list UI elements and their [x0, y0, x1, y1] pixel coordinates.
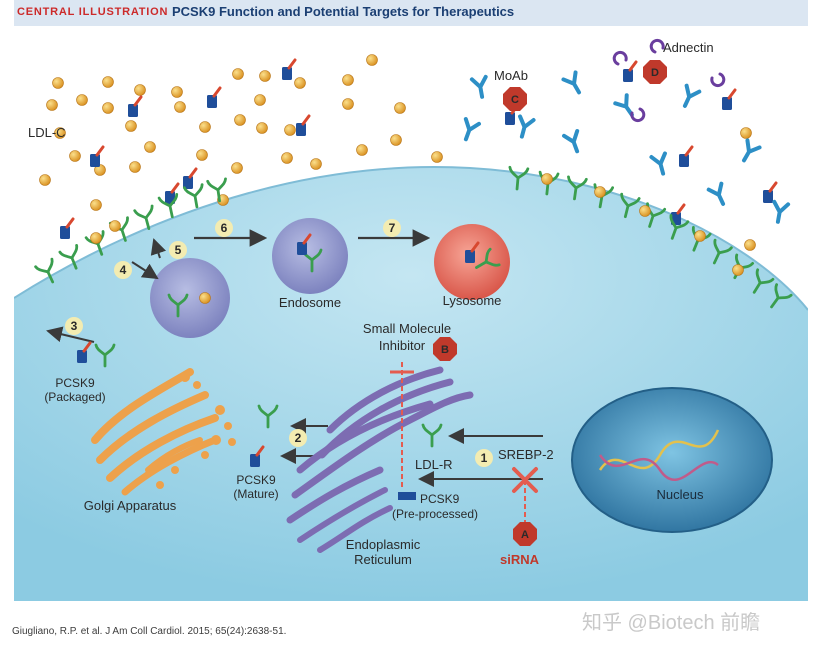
watermark: 知乎 @Biotech 前瞻: [582, 612, 761, 634]
label-adnectin: Adnectin: [663, 40, 714, 55]
step-badges: 1 2 3 4 5 6 7: [65, 219, 493, 467]
lysosome: Lysosome: [434, 224, 510, 308]
label-pcsk9-mature-2: (Mature): [233, 487, 278, 501]
label-pcsk9-packaged: PCSK9: [55, 376, 95, 390]
label-ldlc: LDL-C: [28, 125, 66, 140]
label-ldlr: LDL-R: [415, 457, 453, 472]
svg-text:2: 2: [295, 431, 302, 445]
label-srebp2: SREBP-2: [498, 447, 554, 462]
target-d-badge: D: [643, 60, 667, 84]
label-pcsk9-packaged-2: (Packaged): [44, 390, 105, 404]
label-small-molecule: Small Molecule: [363, 321, 451, 336]
endoplasmic-reticulum: [286, 366, 474, 553]
dna-helix-icon: [598, 429, 720, 471]
svg-text:7: 7: [389, 221, 396, 235]
sirna-block-icon: [512, 467, 538, 493]
label-moab: MoAb: [494, 68, 528, 83]
nucleus: Nucleus: [571, 387, 773, 533]
label-pcsk9-pre-2: (Pre-processed): [392, 507, 478, 521]
pcsk9-preprocessed: [398, 492, 416, 500]
svg-text:3: 3: [71, 319, 78, 333]
svg-text:B: B: [441, 344, 449, 356]
svg-text:C: C: [511, 94, 519, 106]
target-b-badge: B: [433, 337, 457, 361]
label-pcsk9-pre: PCSK9: [420, 492, 460, 506]
adnectin-molecules: [612, 38, 726, 123]
svg-text:6: 6: [221, 221, 228, 235]
svg-text:D: D: [651, 67, 659, 79]
label-er: Endoplasmic: [346, 537, 421, 552]
svg-text:1: 1: [481, 451, 488, 465]
svg-text:4: 4: [120, 263, 127, 277]
citation: Giugliano, R.P. et al. J Am Coll Cardiol…: [12, 626, 287, 637]
label-small-molecule-2: Inhibitor: [379, 338, 426, 353]
step-1-badge: 1: [475, 449, 493, 467]
target-a-badge: A: [513, 522, 537, 546]
label-er-2: Reticulum: [354, 552, 412, 567]
svg-text:Endosome: Endosome: [279, 295, 341, 310]
golgi-vesicles: [156, 372, 236, 489]
step-2-badge: 2: [289, 429, 307, 447]
illustration-panel: C D LDL-C MoAb Adnectin Endosome Lysosom…: [14, 26, 808, 601]
step-7-badge: 7: [383, 219, 401, 237]
svg-text:Lysosome: Lysosome: [443, 293, 502, 308]
label-golgi: Golgi Apparatus: [84, 498, 177, 513]
step-4-badge: 4: [114, 261, 132, 279]
header-tag: CENTRAL ILLUSTRATION: [17, 6, 169, 18]
label-sirna: siRNA: [500, 552, 540, 567]
step-5-badge: 5: [169, 241, 187, 259]
svg-text:5: 5: [175, 243, 182, 257]
step-3-badge: 3: [65, 317, 83, 335]
endosome: Endosome: [272, 218, 348, 310]
label-pcsk9-mature: PCSK9: [236, 473, 276, 487]
figure-header: CENTRAL ILLUSTRATION PCSK9 Function and …: [14, 0, 808, 26]
step-6-badge: 6: [215, 219, 233, 237]
internalizing-vesicle: [150, 258, 230, 338]
header-title: PCSK9 Function and Potential Targets for…: [172, 4, 515, 19]
target-c-badge: C: [503, 87, 527, 111]
pcsk9-diagram: C D LDL-C MoAb Adnectin Endosome Lysosom…: [14, 26, 808, 601]
svg-text:A: A: [521, 529, 529, 541]
svg-text:Nucleus: Nucleus: [657, 487, 704, 502]
